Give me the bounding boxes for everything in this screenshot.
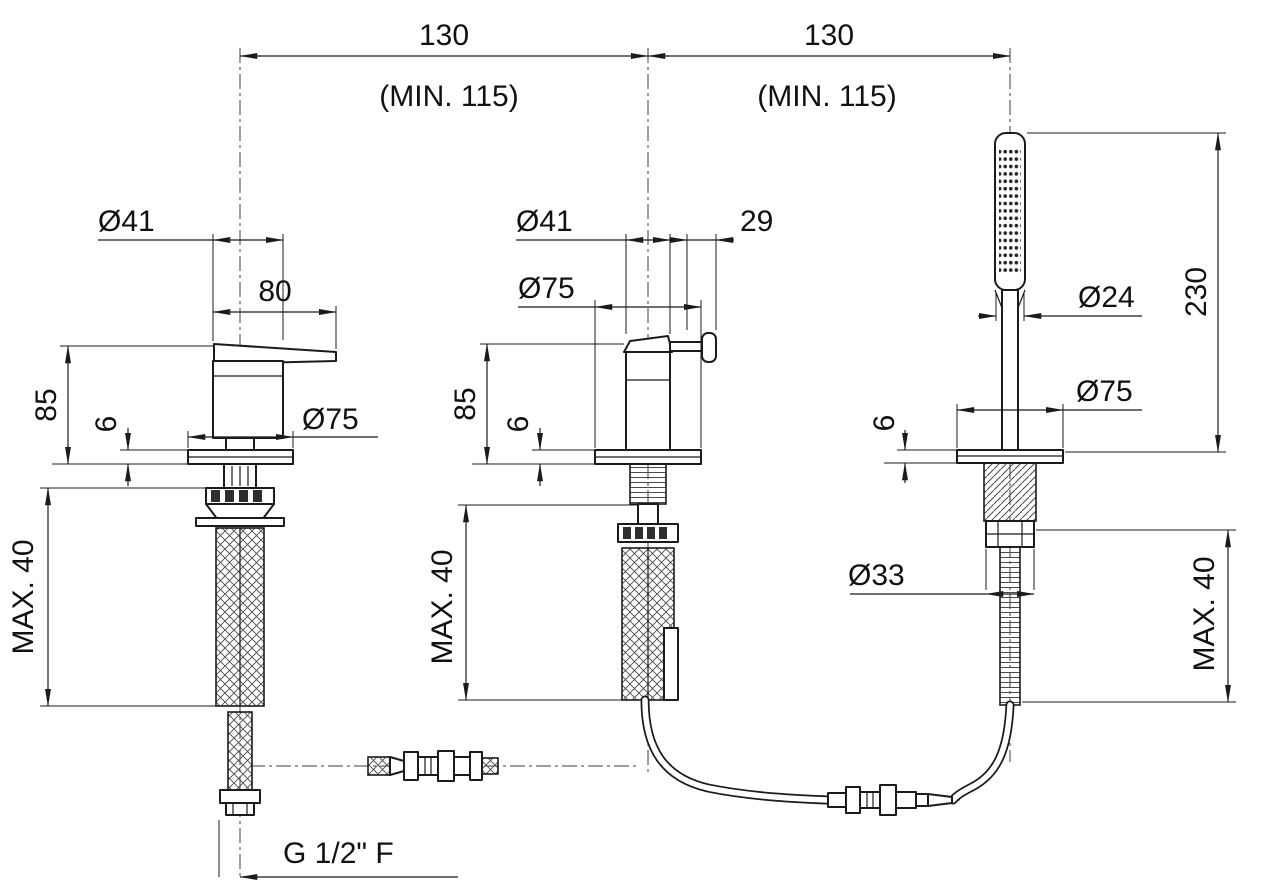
left-neck	[225, 437, 255, 451]
dim-shank-dia: Ø33	[848, 549, 1035, 597]
dim-spacing-right-min-label: (MIN. 115)	[757, 80, 896, 113]
middle-threaded-shank	[629, 463, 667, 505]
middle-lever-knob	[701, 332, 717, 363]
dim-middle-body-dia: Ø41	[516, 205, 671, 334]
dim-middle-lever-offset: 29	[669, 205, 773, 330]
dim-middle-plate-dia-label: Ø75	[518, 272, 575, 305]
dim-spacing-left-min-label: (MIN. 115)	[379, 80, 518, 113]
dim-spacing-right: 130 (MIN. 115)	[647, 19, 1011, 113]
left-hose-tip	[225, 802, 255, 816]
dim-middle-plate-thickness: 6	[502, 416, 595, 486]
left-clamp-flange	[195, 517, 285, 527]
dim-middle-body-dia-label: Ø41	[516, 205, 573, 238]
middle-side-rod	[663, 627, 679, 701]
dim-left-handle-width: 80	[212, 275, 337, 349]
left-flex-hose	[227, 711, 253, 791]
dim-right-plate-dia: Ø75	[956, 375, 1142, 448]
inline-connector-left	[367, 750, 499, 782]
left-mixer-unit	[187, 343, 337, 816]
inline-connector-right	[827, 784, 953, 816]
dim-left-plate-dia-label: Ø75	[302, 403, 359, 436]
dim-middle-height: 85	[449, 343, 624, 465]
dim-handshower-dia: Ø24	[978, 281, 1142, 321]
dim-thread-callout: G 1/2" F	[218, 820, 458, 880]
dim-right-max-deck: MAX. 40	[1022, 529, 1236, 703]
dim-handshower-height: 230	[1027, 132, 1226, 453]
dim-handshower-dia-label: Ø24	[1078, 281, 1135, 314]
dim-left-plate-thickness-label: 6	[90, 416, 123, 433]
dim-right-plate-thickness: 6	[868, 415, 957, 483]
dim-left-plate-dia: Ø75	[187, 403, 378, 448]
dim-handshower-height-label: 230	[1180, 267, 1213, 317]
handshower-spray-face	[999, 149, 1021, 275]
dim-middle-lever-offset-label: 29	[740, 205, 773, 238]
dimensions: 130 (MIN. 115) 130 (MIN. 115) Ø41 80 85	[7, 19, 1236, 880]
dim-middle-plate-dia: Ø75	[518, 272, 702, 448]
dim-middle-height-label: 85	[449, 387, 482, 420]
dim-spacing-left-label: 130	[419, 19, 469, 52]
handshower-unit	[956, 132, 1064, 706]
middle-connector-piece	[637, 503, 659, 527]
dim-shank-dia-label: Ø33	[848, 559, 905, 592]
left-body	[212, 360, 284, 439]
handshower-handle	[1001, 289, 1019, 451]
dim-left-handle-dia-label: Ø41	[98, 205, 155, 238]
middle-top-cap	[623, 335, 673, 353]
threaded-rod	[999, 546, 1021, 706]
dim-left-height: 85	[30, 345, 213, 465]
dim-left-height-label: 85	[30, 388, 63, 421]
dim-middle-max-deck-label: MAX. 40	[426, 549, 459, 664]
middle-outlet-hose	[640, 695, 832, 805]
left-hose-nut	[219, 789, 261, 804]
dim-right-plate-thickness-label: 6	[868, 415, 901, 432]
dim-left-handle-dia: Ø41	[98, 205, 284, 340]
left-lever-handle	[213, 343, 337, 365]
dim-left-plate-thickness: 6	[90, 416, 188, 486]
holder-block	[983, 462, 1037, 522]
dim-right-max-deck-label: MAX. 40	[1188, 556, 1221, 671]
thread-size-label: G 1/2" F	[283, 837, 394, 870]
dim-spacing-left: 130 (MIN. 115)	[239, 19, 649, 113]
dim-left-max-deck: MAX. 40	[7, 487, 216, 707]
dim-right-plate-dia-label: Ø75	[1076, 375, 1133, 408]
middle-mixer-unit	[594, 332, 717, 701]
dim-middle-max-deck: MAX. 40	[426, 504, 638, 701]
connection-hoses	[640, 695, 1015, 805]
middle-body	[625, 351, 671, 451]
dim-middle-plate-thickness-label: 6	[502, 416, 535, 433]
dim-left-handle-width-label: 80	[258, 275, 291, 308]
dim-spacing-right-label: 130	[804, 19, 854, 52]
dim-left-max-deck-label: MAX. 40	[7, 539, 40, 654]
